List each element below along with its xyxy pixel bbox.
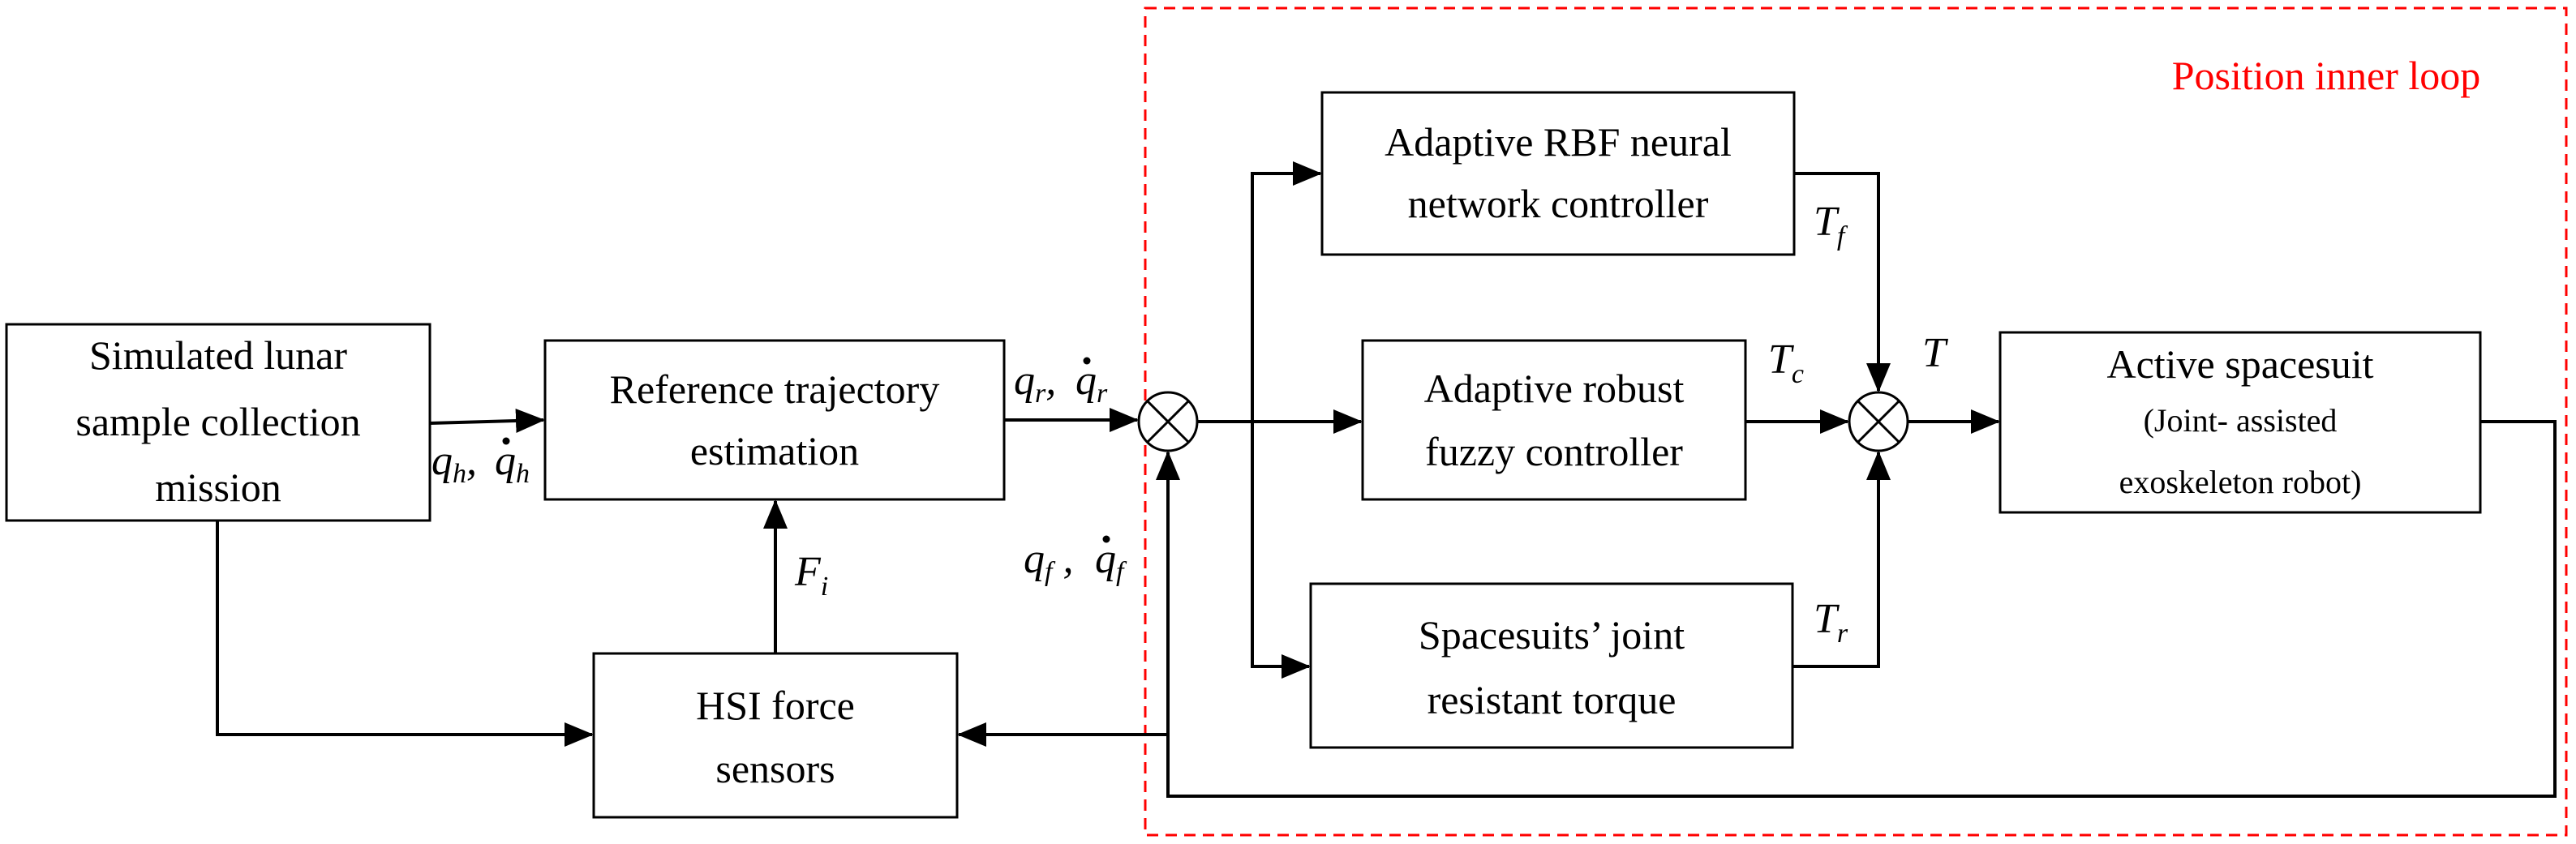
wire-rbf-to-junction2 — [1794, 172, 1891, 392]
svg-text:Tf: Tf — [1814, 199, 1848, 251]
rbf-line-2: network controller — [1408, 181, 1709, 226]
position-inner-loop-region — [1144, 6, 2568, 837]
hsi-line-1: HSI force — [696, 683, 855, 728]
signal-qr: qr, qr — [1014, 357, 1108, 409]
wire-mission-to-reference — [429, 408, 545, 433]
mission-line-3: mission — [155, 465, 281, 510]
svg-text:qf ,: qf , — [1024, 536, 1073, 587]
fuzzy-line-1: Adaptive robust — [1424, 366, 1685, 411]
summing-junction-2 — [1848, 391, 1909, 452]
fuzzy-controller-block: Adaptive robust fuzzy controller — [1361, 339, 1747, 501]
resist-line-1: Spacesuits’ joint — [1419, 612, 1685, 658]
spacesuit-title: Active spacesuit — [2106, 341, 2373, 387]
svg-text:qh,: qh, — [431, 438, 477, 489]
svg-text:Tr: Tr — [1814, 596, 1848, 649]
rbf-line-1: Adaptive RBF neural — [1385, 119, 1732, 165]
reference-line-2: estimation — [690, 428, 859, 473]
wire-resist-to-junction2 — [1792, 451, 1891, 668]
spacesuit-sub-line-2: exoskeleton robot) — [2119, 464, 2362, 500]
svg-text:qh: qh — [495, 438, 530, 489]
wire-mission-to-hsi — [216, 521, 594, 747]
resist-line-2: resistant torque — [1428, 677, 1677, 722]
reference-trajectory-block: Reference trajectory estimation — [543, 339, 1006, 501]
rbf-controller-block: Adaptive RBF neural network controller — [1320, 91, 1796, 256]
hsi-line-2: sensors — [715, 746, 835, 791]
wire-feedback-loop — [1156, 420, 2557, 798]
svg-text:Tc: Tc — [1768, 336, 1804, 389]
spacesuit-sub-line-1: (Joint- assisted — [2144, 402, 2338, 439]
svg-text:qr: qr — [1075, 358, 1108, 409]
svg-text:T: T — [1922, 330, 1948, 376]
signal-qh: qh, qh — [431, 437, 530, 489]
active-spacesuit-block: Active spacesuit (Joint- assisted exoske… — [1999, 331, 2482, 514]
signal-Tr: Tr — [1814, 596, 1848, 649]
svg-text:qr,: qr, — [1014, 358, 1056, 409]
signal-qf: qf , qf — [1024, 535, 1127, 587]
hsi-force-sensors-block: HSI force sensors — [592, 652, 959, 819]
summing-junction-1 — [1137, 391, 1199, 452]
resistant-torque-block: Spacesuits’ joint resistant torque — [1309, 582, 1794, 749]
mission-block: Simulated lunar sample collection missio… — [5, 323, 431, 522]
signal-Tf: Tf — [1814, 199, 1848, 251]
svg-text:qf: qf — [1095, 536, 1127, 587]
signal-Tc: Tc — [1768, 336, 1804, 389]
svg-text:Fi: Fi — [794, 549, 828, 602]
reference-line-1: Reference trajectory — [610, 366, 940, 412]
mission-line-2: sample collection — [75, 399, 360, 444]
position-inner-loop-title: Position inner loop — [2172, 53, 2481, 98]
signal-Fi: Fi — [794, 549, 828, 602]
fuzzy-line-2: fuzzy controller — [1425, 429, 1683, 474]
mission-line-1: Simulated lunar — [89, 332, 347, 378]
signal-T: T — [1922, 330, 1948, 376]
wire-branch-to-resist — [1251, 422, 1311, 679]
wire-branch-to-rbf — [1251, 161, 1322, 422]
